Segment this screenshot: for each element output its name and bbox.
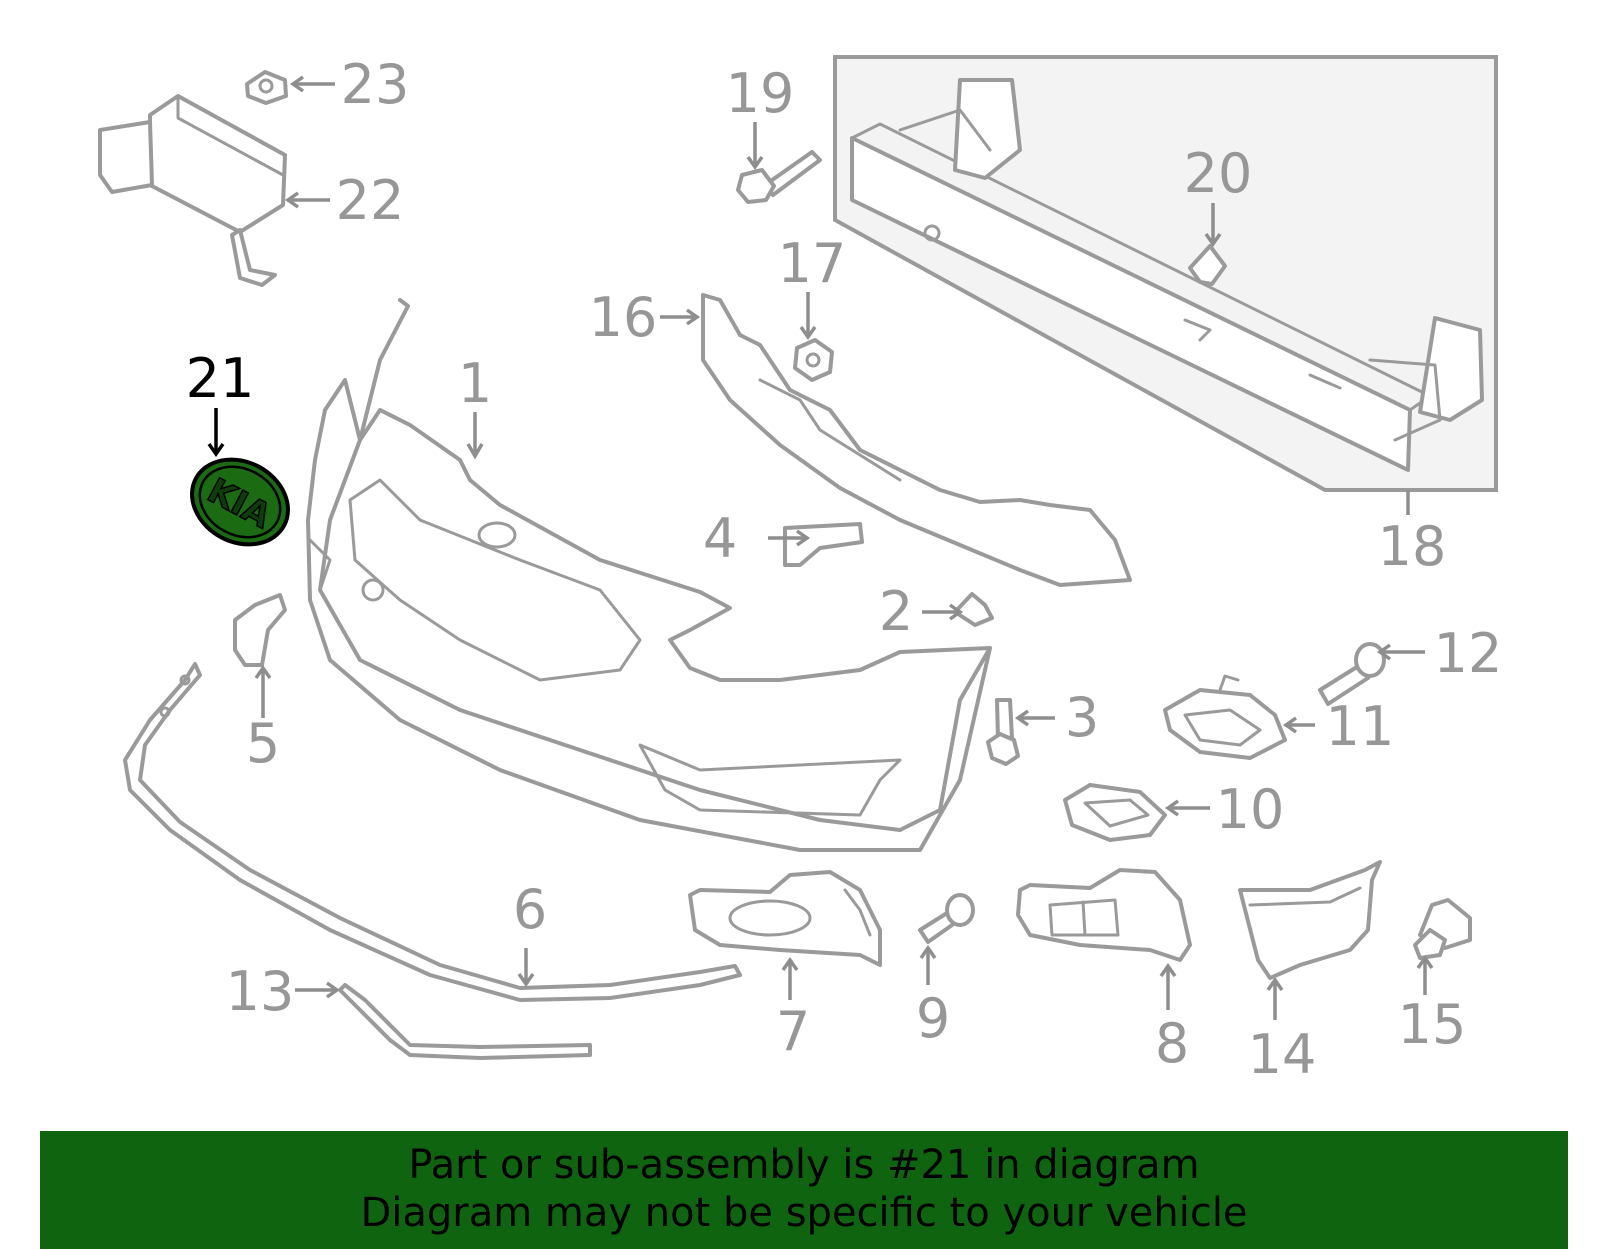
part-17-nut xyxy=(793,338,834,382)
part-13-trim-strip xyxy=(338,983,592,1060)
part-7-fog-bracket-left xyxy=(688,870,882,967)
part-14-deflector xyxy=(1238,860,1382,980)
part-3-bolt xyxy=(986,698,1020,766)
callout-10: 10 xyxy=(1216,778,1285,841)
part-5-bracket xyxy=(233,593,287,667)
callout-14: 14 xyxy=(1248,1023,1317,1086)
callout-21: 21 xyxy=(186,347,255,410)
banner-line-1: Part or sub-assembly is #21 in diagram xyxy=(408,1142,1200,1188)
callout-1: 1 xyxy=(458,352,492,415)
part-20-clip xyxy=(1188,244,1227,286)
callout-18: 18 xyxy=(1378,515,1447,578)
callout-19: 19 xyxy=(726,62,795,125)
leader-lines xyxy=(207,75,1434,1020)
part-2-clip xyxy=(953,592,994,627)
part-12-screw xyxy=(1318,642,1386,706)
callout-8: 8 xyxy=(1155,1012,1189,1075)
part-10-ring xyxy=(1063,783,1167,842)
callout-7: 7 xyxy=(776,1000,810,1063)
callout-11: 11 xyxy=(1326,695,1395,758)
part-6-lower-strip xyxy=(123,662,742,1002)
callout-9: 9 xyxy=(916,987,950,1050)
part-23-nut xyxy=(245,70,288,105)
callout-22: 22 xyxy=(336,169,405,232)
part-15-push-clip xyxy=(1413,898,1472,960)
part-11-bezel xyxy=(1163,674,1287,760)
callout-17: 17 xyxy=(778,232,847,295)
callout-2: 2 xyxy=(879,580,913,643)
callout-15: 15 xyxy=(1398,993,1467,1056)
callout-13: 13 xyxy=(226,960,295,1023)
callout-4: 4 xyxy=(703,507,737,570)
callout-23: 23 xyxy=(341,53,410,116)
part-1-bumper-cover xyxy=(306,298,992,852)
part-9-screw xyxy=(918,893,975,944)
callout-6: 6 xyxy=(513,878,547,941)
callout-5: 5 xyxy=(246,712,280,775)
callout-3: 3 xyxy=(1065,686,1099,749)
part-22-module xyxy=(98,94,287,287)
part-19-bolt xyxy=(736,150,822,204)
info-banner: Part or sub-assembly is #21 in diagram D… xyxy=(40,1131,1568,1249)
callout-12: 12 xyxy=(1434,622,1503,685)
part-16-energy-absorber xyxy=(701,293,1132,587)
callout-16: 16 xyxy=(589,286,658,349)
callout-20: 20 xyxy=(1184,142,1253,205)
callout-labels: 1 2 3 4 5 6 7 8 9 10 11 12 13 14 15 16 1… xyxy=(186,53,1503,1086)
part-8-fog-bracket-right xyxy=(1016,868,1192,962)
part-18-bumper-reinforcement xyxy=(833,55,1498,492)
banner-line-2: Diagram may not be specific to your vehi… xyxy=(360,1190,1248,1236)
part-21-kia-emblem[interactable]: KIA xyxy=(177,443,303,561)
